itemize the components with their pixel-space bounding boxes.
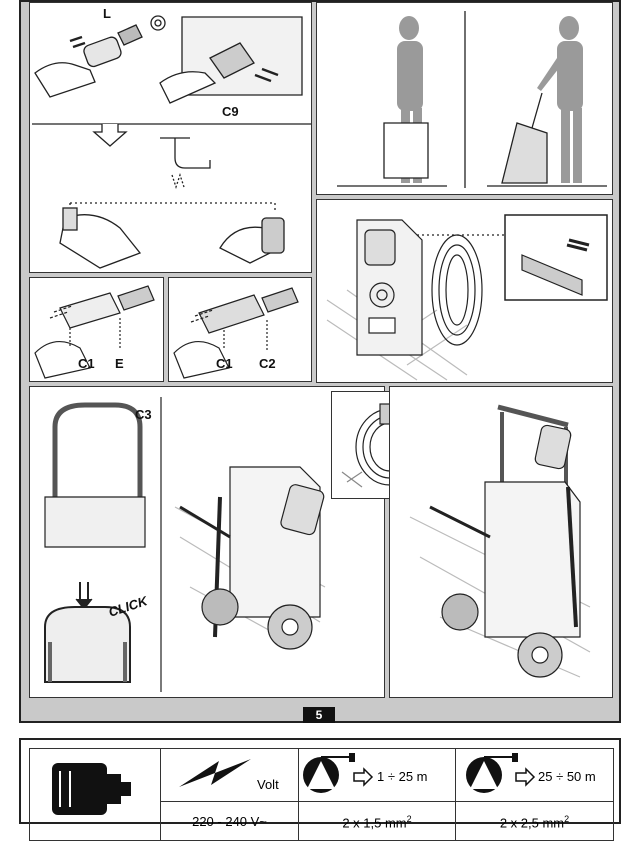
nozzle-c2-illustration bbox=[173, 287, 299, 379]
hose-reel-illustration bbox=[326, 214, 608, 381]
machine-assembled-illustration bbox=[409, 404, 591, 678]
carrying-posture-illustration bbox=[337, 11, 607, 188]
handle-assembly-illustration bbox=[44, 397, 326, 692]
volt-label: Volt bbox=[257, 777, 279, 792]
label-C1-nozzle-c2: C1 bbox=[216, 356, 233, 371]
manual-page-frame: L C9 bbox=[19, 0, 621, 723]
cable-long-superscript: 2 bbox=[564, 814, 570, 824]
panel-handle-assembly: C3 CLICK bbox=[29, 386, 385, 698]
hose-short-range: 1 ÷ 25 m bbox=[377, 769, 428, 784]
label-C3: C3 bbox=[135, 407, 152, 422]
panel-nozzle-e: C1 E bbox=[29, 277, 164, 382]
hose-long-header-cell: 25 ÷ 50 m bbox=[455, 748, 614, 802]
cable-reel-long-icon bbox=[466, 753, 536, 793]
spec-table-frame: Volt 1 ÷ 25 m bbox=[19, 738, 621, 841]
panel-hose-reel bbox=[316, 199, 613, 383]
cable-short-superscript: 2 bbox=[406, 814, 412, 824]
voltage-value-cell: 220 - 240 V~ bbox=[160, 801, 299, 841]
cable-short-value: 2 x 1,5 mm bbox=[342, 815, 407, 831]
panel-carrying-posture bbox=[316, 2, 613, 195]
label-L: L bbox=[103, 6, 111, 21]
lightning-icon bbox=[179, 759, 251, 787]
hose-short-header-cell: 1 ÷ 25 m bbox=[298, 748, 456, 802]
panel-nozzle-c2: C1 C2 bbox=[168, 277, 312, 382]
cable-reel-short-icon bbox=[303, 753, 374, 793]
nozzle-e-illustration bbox=[34, 285, 155, 379]
cable-long-value: 2 x 2,5 mm bbox=[499, 815, 565, 831]
voltage-value: 220 - 240 V~ bbox=[192, 814, 267, 829]
label-C2: C2 bbox=[259, 356, 276, 371]
hose-long-range: 25 ÷ 50 m bbox=[538, 769, 596, 784]
label-E: E bbox=[115, 356, 124, 371]
label-C1-nozzle-e: C1 bbox=[78, 356, 95, 371]
panel-hose-connection: L C9 bbox=[29, 2, 312, 273]
hose-connection-illustration bbox=[32, 15, 311, 269]
cable-long-cell: 2 x 2,5 mm2 bbox=[455, 801, 614, 841]
cable-short-cell: 2 x 1,5 mm2 bbox=[298, 801, 456, 841]
page-number: 5 bbox=[303, 707, 335, 723]
motor-icon bbox=[52, 763, 131, 815]
voltage-header-cell: Volt bbox=[160, 748, 299, 802]
label-C9: C9 bbox=[222, 104, 239, 119]
panel-machine-assembled bbox=[389, 386, 613, 698]
spec-table: Volt 1 ÷ 25 m bbox=[29, 748, 614, 841]
motor-cell bbox=[29, 748, 161, 841]
